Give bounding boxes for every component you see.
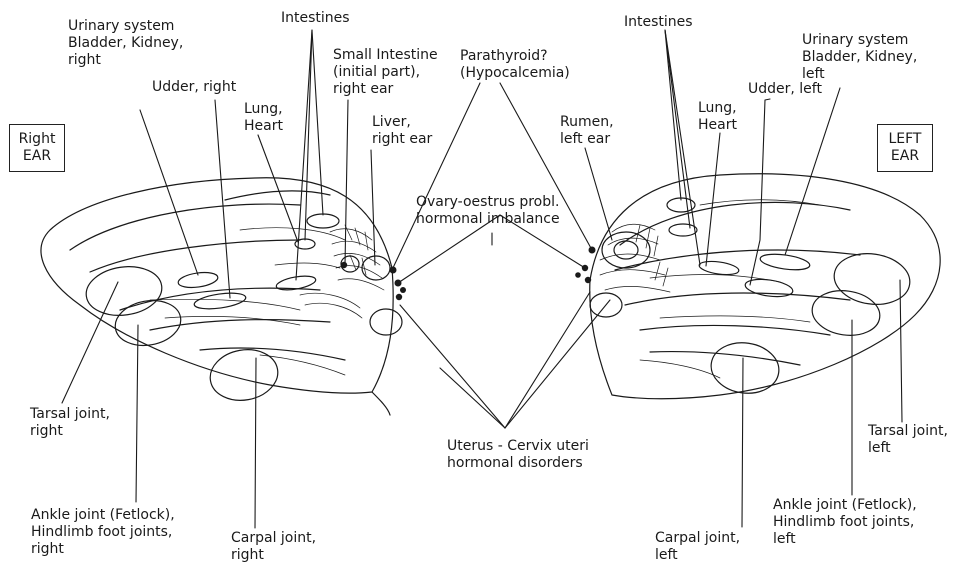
label-lung-heart-right: Lung, Heart (244, 101, 283, 135)
label-parathyroid: Parathyroid? (Hypocalcemia) (460, 48, 570, 82)
label-lung-heart-left: Lung, Heart (698, 100, 737, 134)
label-intestines-left: Intestines (624, 14, 693, 31)
tarsal-right-zone (83, 262, 165, 320)
label-ovary: Ovary-oestrus probl. hormonal imbalance (416, 194, 560, 228)
ankle-right-zone (112, 296, 185, 351)
rumen-zone (602, 232, 650, 268)
ankle-left-zone (809, 286, 882, 339)
right-ear-tag: Right EAR (9, 124, 65, 172)
left-ear-organ-zones (590, 198, 913, 397)
carpal-left-zone (708, 339, 782, 398)
label-tarsal-right: Tarsal joint, right (30, 406, 110, 440)
left-ear-points (575, 247, 595, 284)
right-ear-outline (41, 178, 393, 415)
label-uterus: Uterus - Cervix uteri hormonal disorders (447, 438, 589, 472)
label-ankle-right: Ankle joint (Fetlock), Hindlimb foot joi… (31, 507, 175, 558)
label-carpal-left: Carpal joint, left (655, 530, 740, 564)
lung-left-zone (698, 259, 739, 276)
label-udder-left: Udder, left (748, 81, 822, 98)
label-liver: Liver, right ear (372, 114, 432, 148)
uterus-right-zone (370, 309, 402, 335)
urinary-right-zone (177, 270, 219, 289)
label-intestines-right: Intestines (281, 10, 350, 27)
label-udder-right: Udder, right (152, 79, 236, 96)
liver-zone (362, 256, 390, 280)
label-ankle-left: Ankle joint (Fetlock), Hindlimb foot joi… (773, 497, 917, 548)
label-small-intestine: Small Intestine (initial part), right ea… (333, 47, 438, 98)
left-ear-tag: LEFT EAR (877, 124, 933, 172)
right-ear-organ-zones (83, 214, 402, 406)
intestines-left-zone-2 (669, 224, 697, 236)
left-ear-outline (590, 174, 940, 399)
label-urinary-right: Urinary system Bladder, Kidney, right (68, 18, 183, 69)
label-rumen: Rumen, left ear (560, 114, 614, 148)
label-urinary-left: Urinary system Bladder, Kidney, left (802, 32, 917, 83)
carpal-right-zone (206, 344, 282, 405)
label-carpal-right: Carpal joint, right (231, 530, 316, 564)
label-tarsal-left: Tarsal joint, left (868, 423, 948, 457)
right-ear-points (341, 262, 406, 300)
intestines-right-zone (307, 214, 339, 228)
